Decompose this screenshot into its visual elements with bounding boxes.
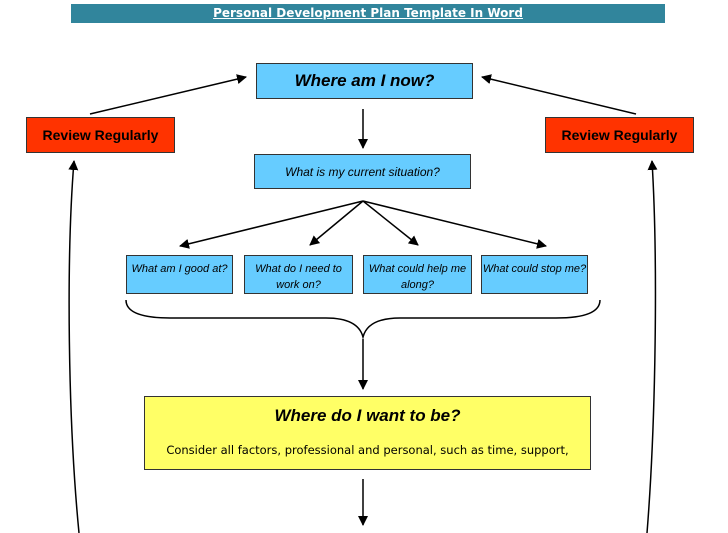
question-label: What could help me along? xyxy=(368,263,467,291)
where-do-i-want-to-be-box: Where do I want to be? Consider all fact… xyxy=(144,396,591,470)
current-situation-label: What is my current situation? xyxy=(285,164,440,179)
review-regularly-right-box: Review Regularly xyxy=(545,117,694,153)
where-do-i-want-to-be-label: Where do I want to be? xyxy=(274,406,461,425)
arrow-situation-to-q4 xyxy=(362,200,547,249)
where-am-i-now-label: Where am I now? xyxy=(294,71,435,90)
arrow-review-right-to-now xyxy=(481,74,637,115)
arrow-situation-to-q2 xyxy=(309,200,364,246)
curly-brace xyxy=(125,299,601,340)
review-regularly-left-box: Review Regularly xyxy=(26,117,175,153)
review-regularly-label: Review Regularly xyxy=(561,127,678,143)
arrow-situation-to-q1 xyxy=(179,200,364,249)
want-description: Consider all factors, professional and p… xyxy=(166,443,569,457)
question-label: What could stop me? xyxy=(482,263,587,275)
arrow-review-left-to-now xyxy=(89,74,247,115)
arrow-loop-right xyxy=(646,160,658,533)
question-box-good-at: What am I good at? xyxy=(126,255,233,294)
header-bar: Personal Development Plan Template In Wo… xyxy=(71,4,665,23)
page-title: Personal Development Plan Template In Wo… xyxy=(213,6,523,20)
question-box-stop-me: What could stop me? xyxy=(481,255,588,294)
where-am-i-now-box: Where am I now? xyxy=(256,63,473,99)
question-label: What am I good at? xyxy=(131,263,228,275)
arrow-situation-to-q3 xyxy=(362,200,419,246)
current-situation-box: What is my current situation? xyxy=(254,154,471,189)
review-regularly-label: Review Regularly xyxy=(42,127,159,143)
question-box-help-along: What could help me along? xyxy=(363,255,472,294)
question-label: What do I need to work on? xyxy=(255,263,342,291)
arrow-loop-left xyxy=(68,160,80,533)
question-box-work-on: What do I need to work on? xyxy=(244,255,353,294)
